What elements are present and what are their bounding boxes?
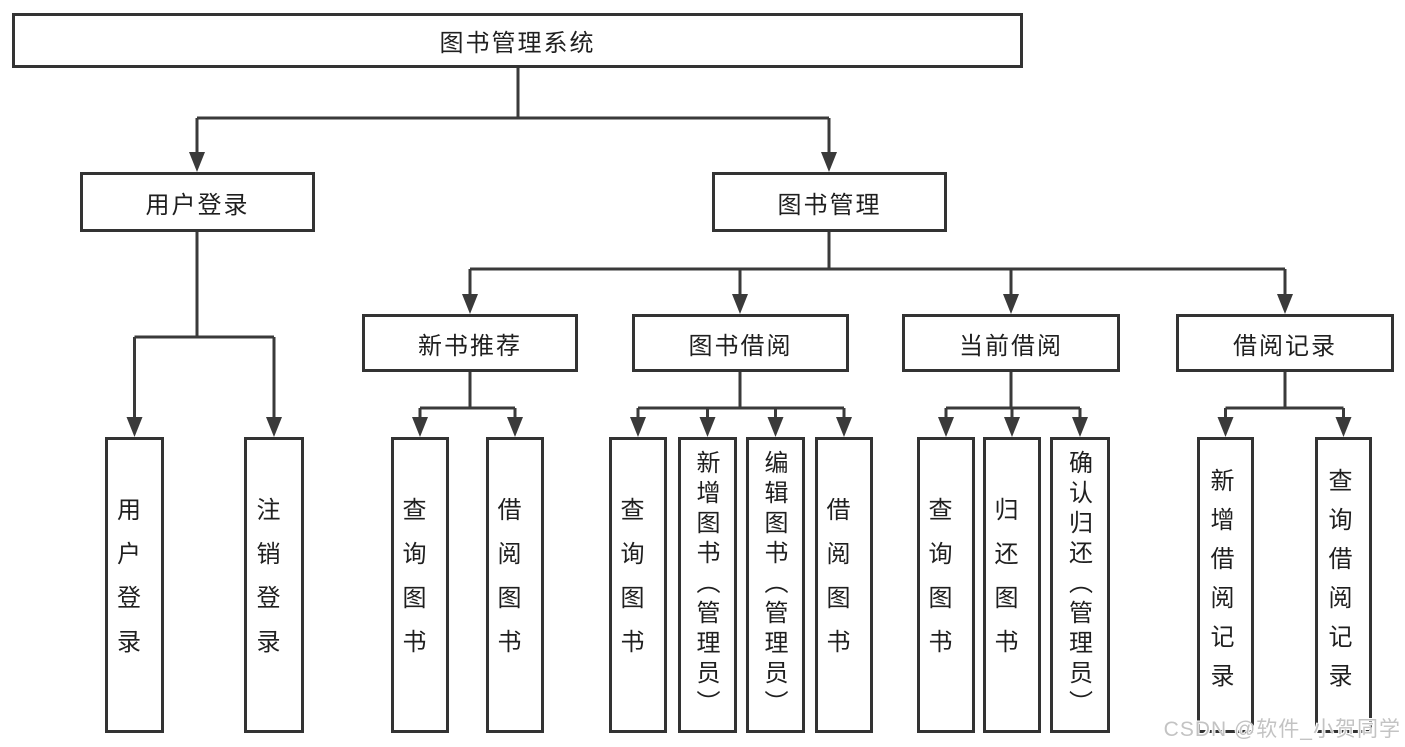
node-add-books-admin: 新增图书（管理员） xyxy=(678,437,737,733)
node-library-management-system-label: 图书管理系统 xyxy=(439,30,596,57)
node-new-book-recommendation-label: 新书推荐 xyxy=(418,332,522,360)
node-library-management-system: 图书管理系统 xyxy=(12,13,1023,68)
node-edit-books-admin: 编辑图书（管理员） xyxy=(746,437,805,733)
node-edit-books-admin-label: 编辑图书（管理员） xyxy=(760,450,787,720)
node-borrow-books-recommend-label: 借阅图书 xyxy=(493,497,520,673)
node-user-login: 用户登录 xyxy=(80,172,315,232)
node-add-borrow-record: 新增借阅记录 xyxy=(1197,437,1254,733)
connector-user-login-branch xyxy=(133,232,276,420)
node-current-borrowing: 当前借阅 xyxy=(902,314,1120,372)
connector-new-book-branch xyxy=(418,372,517,420)
node-current-borrowing-label: 当前借阅 xyxy=(959,332,1063,360)
connector-book-borrowing-branch xyxy=(636,372,846,420)
node-query-borrow-record-label: 查询借阅记录 xyxy=(1324,468,1351,702)
node-borrowing-records: 借阅记录 xyxy=(1176,314,1394,372)
node-logout-action-label: 注销登录 xyxy=(252,497,279,673)
node-borrow-books-borrowing: 借阅图书 xyxy=(815,437,873,733)
node-book-management-label: 图书管理 xyxy=(777,191,882,219)
connector-book-management-branch xyxy=(468,232,1287,297)
node-user-login-action: 用户登录 xyxy=(105,437,164,733)
csdn-watermark: CSDN @软件_小贺同学 xyxy=(1163,718,1401,741)
node-confirm-return-admin: 确认归还（管理员） xyxy=(1050,437,1110,733)
node-add-books-admin-label: 新增图书（管理员） xyxy=(692,450,719,720)
node-query-books-borrowing-label: 查询图书 xyxy=(616,497,643,673)
node-query-books-recommend-label: 查询图书 xyxy=(398,497,425,673)
connector-borrow-records-branch xyxy=(1224,372,1345,420)
node-borrow-books-recommend: 借阅图书 xyxy=(486,437,544,733)
node-return-books: 归还图书 xyxy=(983,437,1041,733)
node-borrow-books-borrowing-label: 借阅图书 xyxy=(822,497,849,673)
node-query-books-current-label: 查询图书 xyxy=(924,497,951,673)
arrowheads xyxy=(126,152,1352,437)
node-book-borrowing: 图书借阅 xyxy=(632,314,849,372)
node-query-books-borrowing: 查询图书 xyxy=(609,437,667,733)
node-query-books-recommend: 查询图书 xyxy=(391,437,449,733)
node-add-borrow-record-label: 新增借阅记录 xyxy=(1206,468,1233,702)
node-user-login-action-label: 用户登录 xyxy=(112,497,140,673)
connector-root-to-level2 xyxy=(195,68,831,155)
node-confirm-return-admin-label: 确认归还（管理员） xyxy=(1064,450,1092,720)
node-query-borrow-record: 查询借阅记录 xyxy=(1315,437,1372,733)
node-return-books-label: 归还图书 xyxy=(990,497,1017,673)
node-book-borrowing-label: 图书借阅 xyxy=(688,332,793,360)
node-book-management: 图书管理 xyxy=(712,172,947,232)
node-borrowing-records-label: 借阅记录 xyxy=(1233,332,1337,360)
node-query-books-current: 查询图书 xyxy=(917,437,975,733)
node-logout-action: 注销登录 xyxy=(244,437,304,733)
connector-current-borrowing-branch xyxy=(944,372,1082,420)
node-new-book-recommendation: 新书推荐 xyxy=(362,314,578,372)
node-user-login-label: 用户登录 xyxy=(145,191,250,219)
